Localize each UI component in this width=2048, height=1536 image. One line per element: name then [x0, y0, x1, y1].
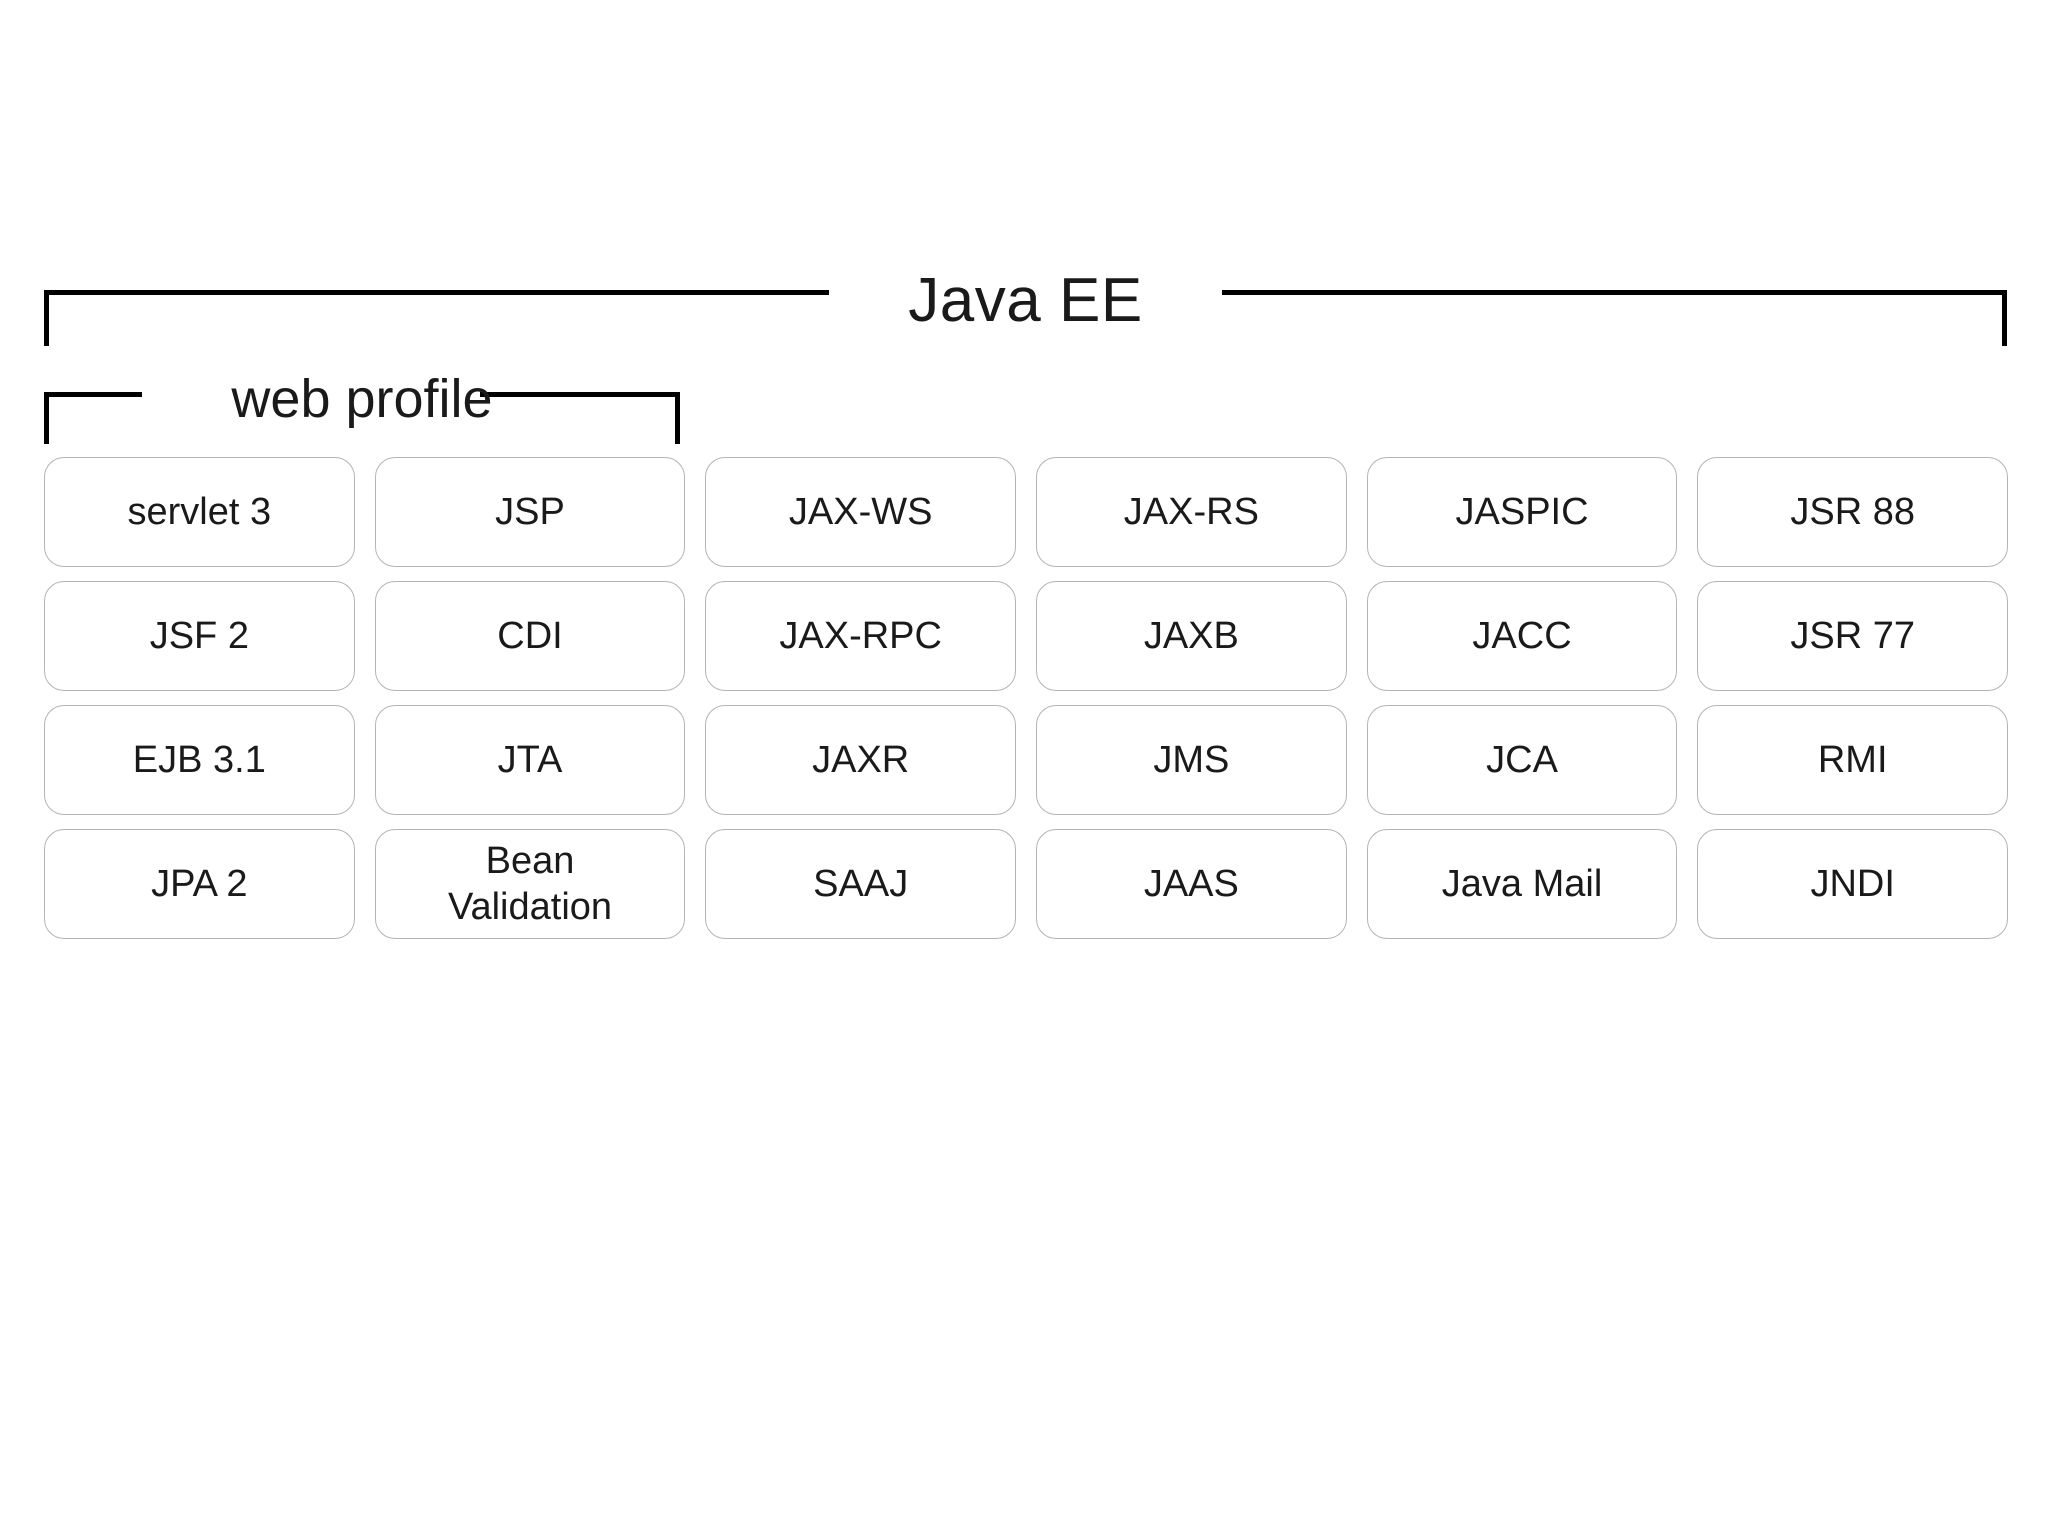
technology-box-label: JTA [497, 738, 563, 781]
technology-box-label: JSR 77 [1790, 614, 1915, 657]
technology-grid: servlet 3 JSP JAX-WS JAX-RS JASPIC JSR 8… [44, 457, 2009, 953]
technology-box-label: JCA [1486, 738, 1558, 781]
technology-box[interactable]: JAXB [1036, 581, 1347, 691]
technology-box-label: CDI [497, 614, 563, 657]
technology-box[interactable]: JAX-RS [1036, 457, 1347, 567]
technology-row: JSF 2 CDI JAX-RPC JAXB JACC JSR 77 [44, 581, 2009, 691]
technology-box-label: servlet 3 [127, 490, 272, 533]
java-ee-label: Java EE [908, 266, 1143, 335]
technology-box[interactable]: JSF 2 [44, 581, 355, 691]
technology-box[interactable]: JAAS [1036, 829, 1347, 939]
technology-box[interactable]: RMI [1697, 705, 2009, 815]
technology-row: servlet 3 JSP JAX-WS JAX-RS JASPIC JSR 8… [44, 457, 2009, 567]
technology-box-label: Bean Validation [447, 839, 613, 928]
technology-box-label: JSP [495, 490, 565, 533]
technology-box[interactable]: JSP [374, 457, 686, 567]
technology-box[interactable]: JASPIC [1366, 457, 1678, 567]
technology-box[interactable]: SAAJ [705, 829, 1017, 939]
technology-box[interactable]: JPA 2 [44, 829, 355, 939]
technology-box[interactable]: JAX-WS [705, 457, 1017, 567]
technology-box[interactable]: JCA [1366, 705, 1678, 815]
technology-box-label: JASPIC [1455, 490, 1589, 533]
technology-box-label: JAX-RS [1123, 490, 1259, 533]
technology-box[interactable]: JSR 88 [1697, 457, 2009, 567]
technology-box[interactable]: JNDI [1697, 829, 2009, 939]
technology-box-label: JAAS [1143, 862, 1239, 905]
technology-box-label: JPA 2 [151, 862, 248, 905]
technology-box-label: SAAJ [813, 862, 909, 905]
technology-box[interactable]: JTA [374, 705, 686, 815]
technology-box[interactable]: JMS [1036, 705, 1347, 815]
technology-box-label: JACC [1472, 614, 1572, 657]
technology-box-label: Java Mail [1441, 862, 1603, 905]
technology-box-label: JAX-RPC [779, 614, 942, 657]
technology-box-label: RMI [1817, 738, 1888, 781]
technology-box[interactable]: EJB 3.1 [44, 705, 355, 815]
technology-box[interactable]: Bean Validation [374, 829, 686, 939]
technology-box[interactable]: CDI [374, 581, 686, 691]
technology-box[interactable]: JSR 77 [1697, 581, 2009, 691]
technology-box[interactable]: servlet 3 [44, 457, 355, 567]
technology-row: EJB 3.1 JTA JAXR JMS JCA RMI [44, 705, 2009, 815]
technology-box-label: JSF 2 [149, 614, 249, 657]
technology-row: JPA 2 Bean Validation SAAJ JAAS Java Mai… [44, 829, 2009, 939]
technology-box-label: JSR 88 [1790, 490, 1915, 533]
technology-box[interactable]: JAXR [705, 705, 1017, 815]
technology-box[interactable]: JACC [1366, 581, 1678, 691]
web-profile-label: web profile [231, 369, 493, 429]
technology-box-label: JAXB [1143, 614, 1239, 657]
technology-box-label: JAXR [812, 738, 910, 781]
technology-box-label: JNDI [1810, 862, 1895, 905]
technology-box-label: JMS [1153, 738, 1230, 781]
technology-box[interactable]: Java Mail [1366, 829, 1678, 939]
technology-box-label: EJB 3.1 [132, 738, 266, 781]
technology-box[interactable]: JAX-RPC [705, 581, 1017, 691]
technology-box-label: JAX-WS [788, 490, 933, 533]
